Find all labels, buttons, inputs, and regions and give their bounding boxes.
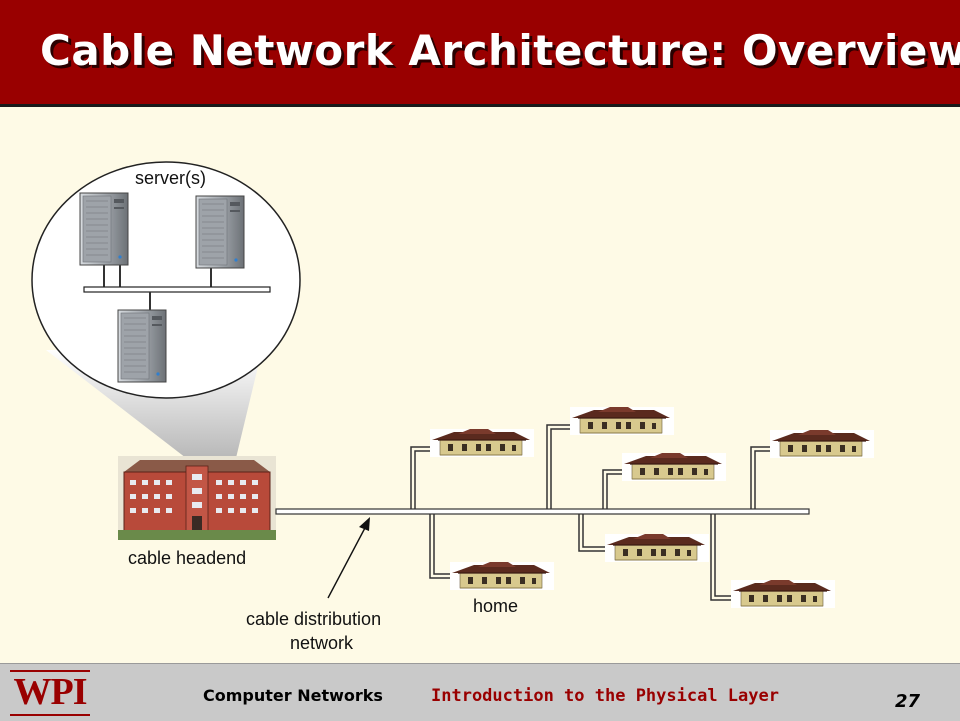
server-tower-3 bbox=[117, 309, 167, 383]
distribution-label-line2: network bbox=[290, 633, 354, 653]
tap-house-1 bbox=[410, 446, 434, 509]
tap-house-3 bbox=[602, 469, 626, 509]
server-callout bbox=[31, 161, 301, 458]
cable-distribution-network bbox=[275, 424, 810, 601]
homes bbox=[429, 406, 875, 609]
tap-house-7 bbox=[710, 514, 733, 601]
distribution-pointer bbox=[327, 517, 370, 599]
house-7 bbox=[730, 579, 836, 609]
tap-house-2 bbox=[546, 424, 572, 509]
headend-label: cable headend bbox=[128, 548, 247, 568]
server-tower-2 bbox=[195, 195, 245, 269]
cable-headend-building bbox=[118, 456, 276, 540]
server-lan-bar bbox=[83, 286, 271, 293]
server-tower-1 bbox=[79, 192, 129, 266]
house-2 bbox=[569, 406, 675, 436]
house-6 bbox=[604, 533, 710, 563]
house-4 bbox=[769, 429, 875, 459]
tap-house-5 bbox=[429, 514, 452, 579]
cable-network-diagram bbox=[31, 161, 875, 609]
distribution-label-line1: cable distribution bbox=[246, 609, 382, 629]
house-3 bbox=[621, 452, 727, 482]
wpi-logo: WPI bbox=[6, 668, 94, 716]
course-name: Computer Networks bbox=[203, 686, 383, 705]
tap-house-4 bbox=[750, 446, 772, 509]
servers-label: server(s) bbox=[135, 168, 206, 188]
page-number: 27 bbox=[895, 691, 921, 712]
house-5 bbox=[449, 561, 555, 591]
wpi-logo-text: WPI bbox=[13, 671, 88, 713]
slide-title: Cable Network Architecture: Overview bbox=[40, 26, 960, 75]
tap-house-6 bbox=[578, 514, 606, 552]
distribution-trunk bbox=[275, 508, 810, 515]
title-bar: Cable Network Architecture: Overview bbox=[0, 0, 960, 107]
footer-bar: WPI Computer Networks Introduction to th… bbox=[0, 663, 960, 721]
chapter-title: Introduction to the Physical Layer bbox=[431, 686, 779, 706]
home-label: home bbox=[473, 596, 519, 616]
house-1 bbox=[429, 428, 535, 458]
